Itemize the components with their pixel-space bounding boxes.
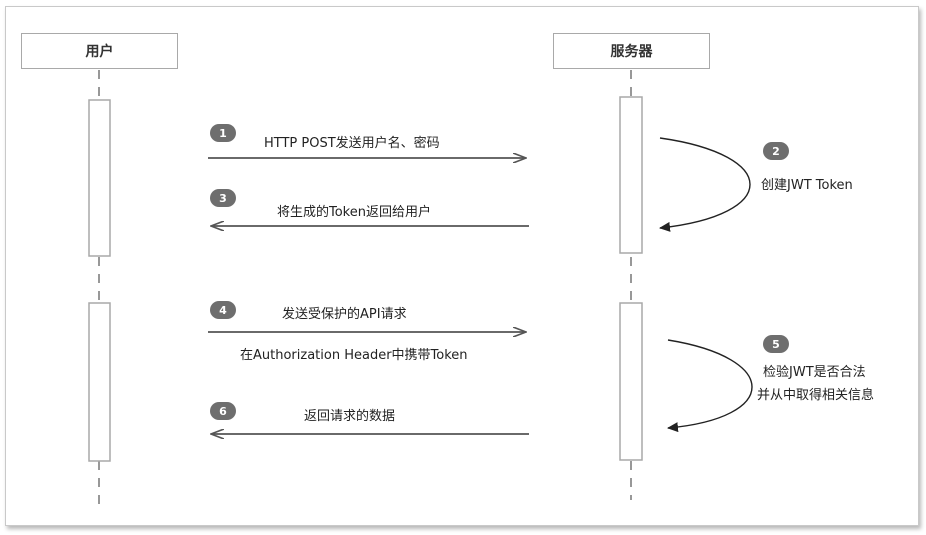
step-4-label-line-2: 在Authorization Header中携带Token bbox=[240, 348, 468, 363]
actor-user-box: 用户 bbox=[21, 33, 178, 69]
step-5-label-line-2: 并从中取得相关信息 bbox=[757, 388, 875, 403]
step-4-badge: 4 bbox=[210, 301, 236, 319]
step-5-badge: 5 bbox=[763, 335, 789, 353]
self-arrow-step-5 bbox=[667, 339, 753, 433]
diagram-frame bbox=[5, 6, 919, 526]
step-5-label-line-1: 检验JWT是否合法 bbox=[763, 365, 866, 380]
actor-user-label: 用户 bbox=[85, 44, 114, 60]
step-1-badge: 1 bbox=[210, 124, 236, 142]
actor-server-box: 服务器 bbox=[553, 33, 710, 69]
step-3-label: 将生成的Token返回给用户 bbox=[277, 205, 431, 220]
step-6-badge: 6 bbox=[210, 402, 236, 420]
user-activation-1 bbox=[88, 99, 111, 257]
user-activation-2 bbox=[88, 302, 111, 462]
self-arrow-step-2 bbox=[659, 137, 751, 232]
actor-server-label: 服务器 bbox=[610, 44, 653, 60]
step-2-badge: 2 bbox=[763, 142, 789, 160]
server-activation-1 bbox=[619, 96, 643, 254]
server-activation-2 bbox=[619, 302, 643, 461]
step-1-label: HTTP POST发送用户名、密码 bbox=[264, 136, 440, 151]
step-2-label: 创建JWT Token bbox=[761, 178, 853, 193]
step-4-label-line-1: 发送受保护的API请求 bbox=[282, 307, 407, 322]
step-3-badge: 3 bbox=[210, 189, 236, 207]
step-6-label: 返回请求的数据 bbox=[304, 409, 396, 424]
